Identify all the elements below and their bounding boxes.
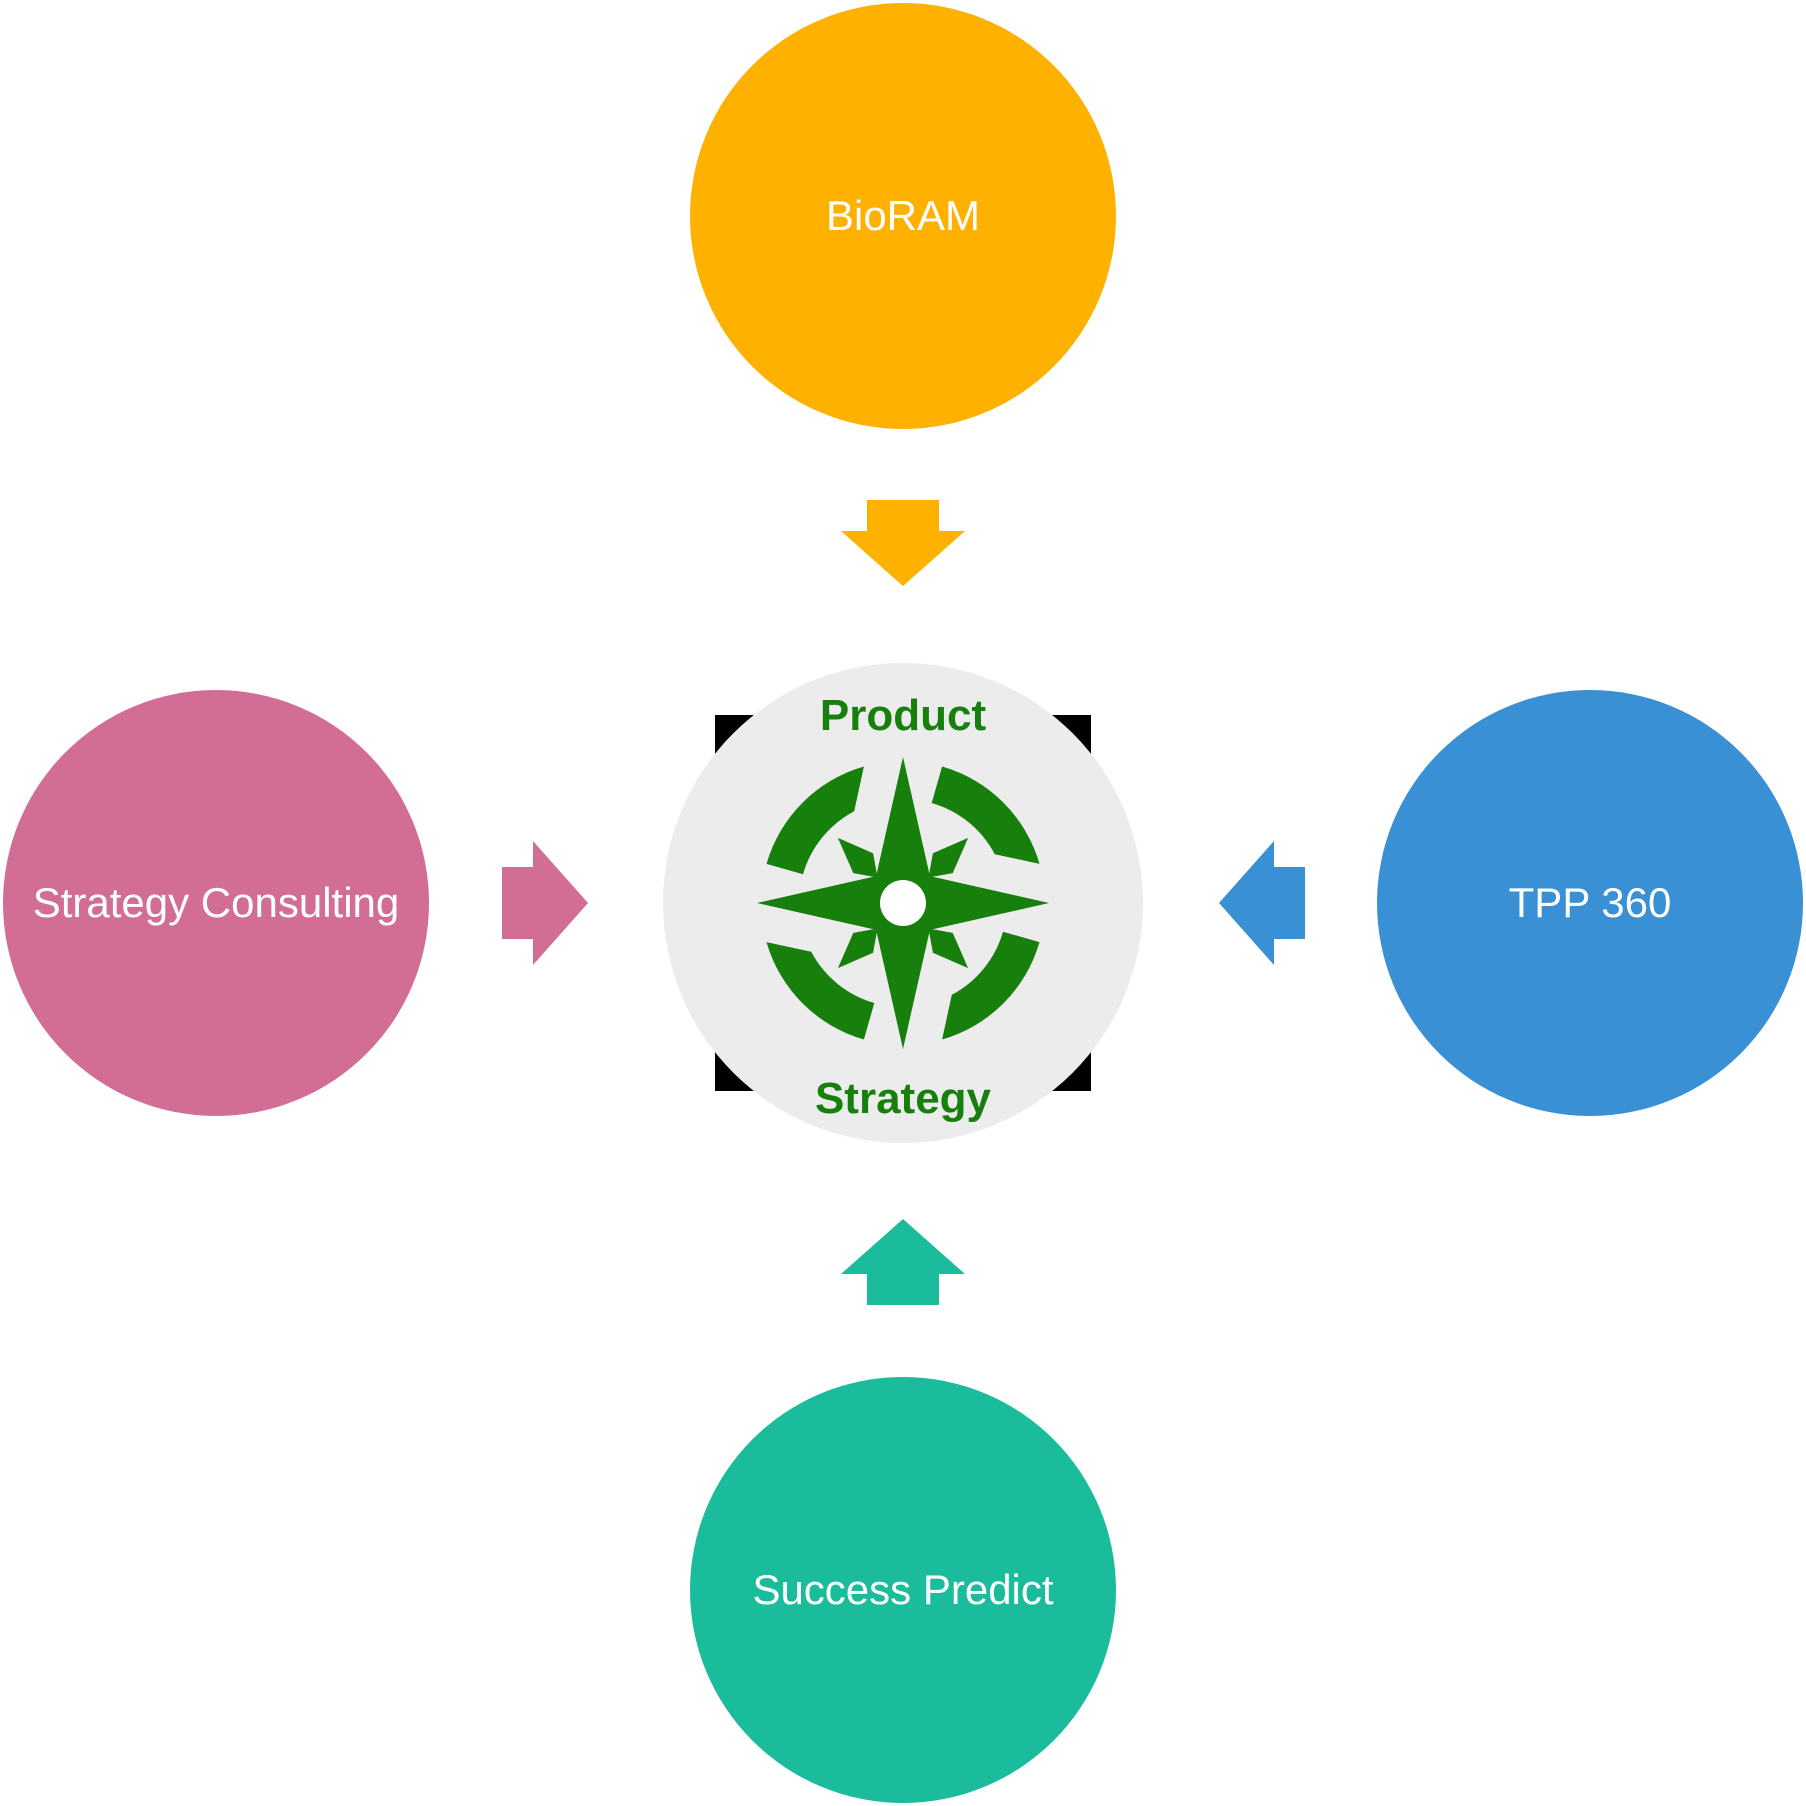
- center-label-product: Product: [819, 691, 987, 740]
- arrow-up-icon[interactable]: [841, 1219, 965, 1305]
- compass-hub: [880, 880, 926, 926]
- compass-rose-icon: [757, 757, 1049, 1049]
- product-strategy-circle[interactable]: Product Strategy: [663, 663, 1143, 1143]
- center-label-strategy: Strategy: [814, 1074, 992, 1123]
- arrow-left-icon[interactable]: [1219, 841, 1305, 965]
- node-success-predict[interactable]: Success Predict: [690, 1377, 1116, 1803]
- node-strategy-consulting[interactable]: Strategy Consulting: [3, 690, 429, 1116]
- arrow-down-icon[interactable]: [841, 500, 965, 586]
- arrow-right-icon[interactable]: [502, 841, 588, 965]
- node-tpp-360-label: TPP 360: [1508, 879, 1672, 926]
- node-bioram[interactable]: BioRAM: [690, 3, 1116, 429]
- node-success-predict-label: Success Predict: [752, 1566, 1054, 1613]
- node-bioram-label: BioRAM: [825, 192, 981, 239]
- node-strategy-consulting-label: Strategy Consulting: [32, 879, 400, 926]
- node-tpp-360[interactable]: TPP 360: [1377, 690, 1803, 1116]
